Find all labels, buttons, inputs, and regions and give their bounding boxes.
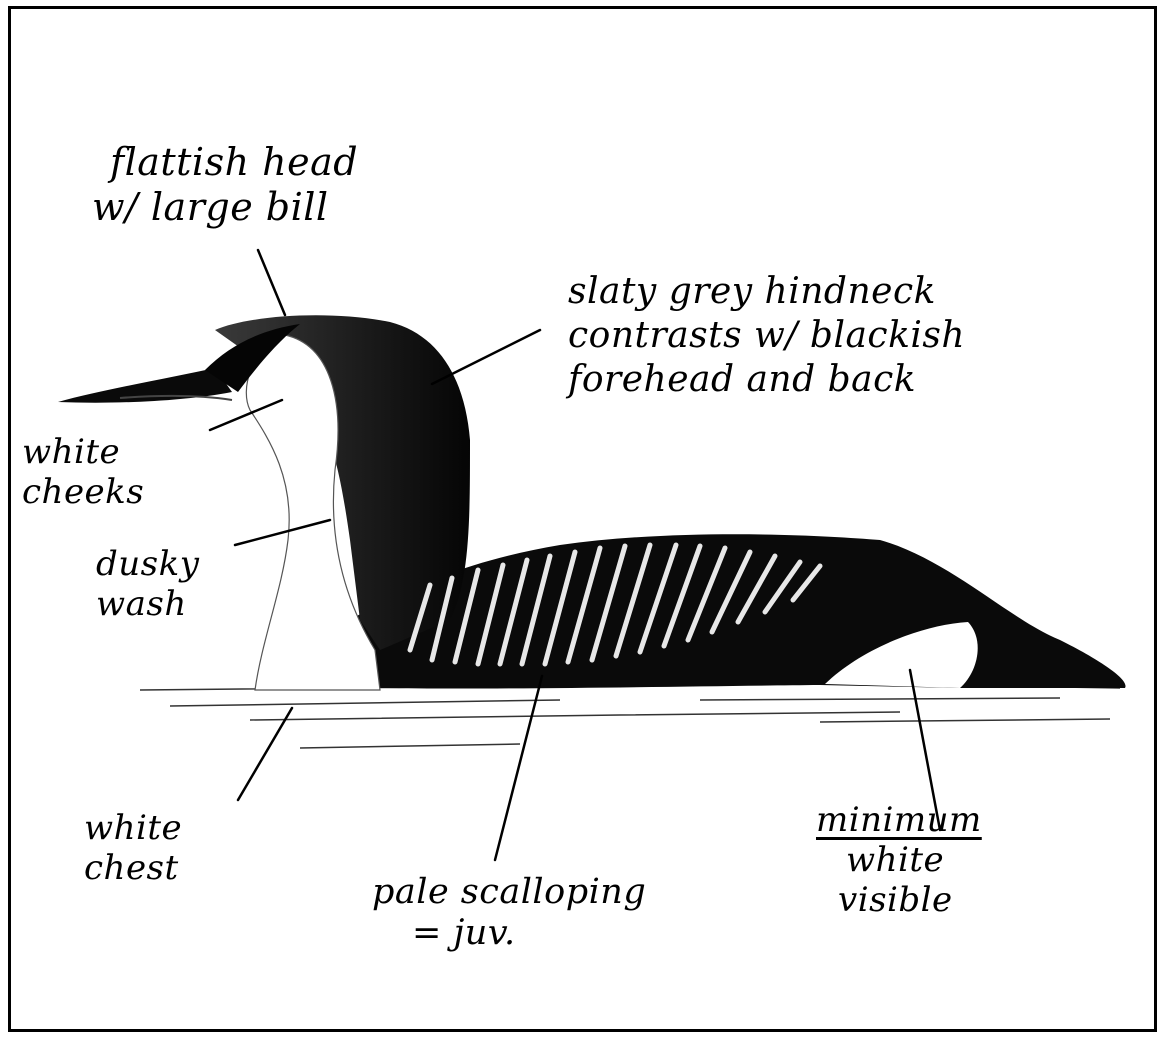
label-slaty-grey-hindneck: slaty grey hindneck contrasts w/ blackis… [568, 270, 965, 402]
label-line: dusky [96, 544, 199, 584]
label-line: pale scalloping [372, 872, 646, 913]
label-line: white [816, 840, 982, 880]
label-line: chest [84, 848, 182, 888]
label-line: white [84, 808, 182, 848]
label-white-chest: white chest [84, 808, 182, 888]
label-line: w/ large bill [92, 185, 358, 230]
label-line: contrasts w/ blackish [568, 314, 965, 358]
label-line: forehead and back [568, 358, 965, 402]
label-flattish-head: flattish head w/ large bill [92, 140, 358, 230]
label-line: flattish head [92, 140, 358, 185]
label-minimum-white-visible: minimum white visible [816, 800, 982, 920]
label-line: = juv. [372, 913, 646, 954]
label-line: slaty grey hindneck [568, 270, 965, 314]
label-line: wash [96, 584, 199, 624]
label-line: minimum [816, 800, 982, 840]
label-line: visible [816, 880, 982, 920]
label-pale-scalloping: pale scalloping = juv. [372, 872, 646, 955]
label-line: white [22, 432, 144, 472]
label-line: cheeks [22, 472, 144, 512]
label-white-cheeks: white cheeks [22, 432, 144, 512]
label-dusky-wash: dusky wash [96, 544, 199, 624]
